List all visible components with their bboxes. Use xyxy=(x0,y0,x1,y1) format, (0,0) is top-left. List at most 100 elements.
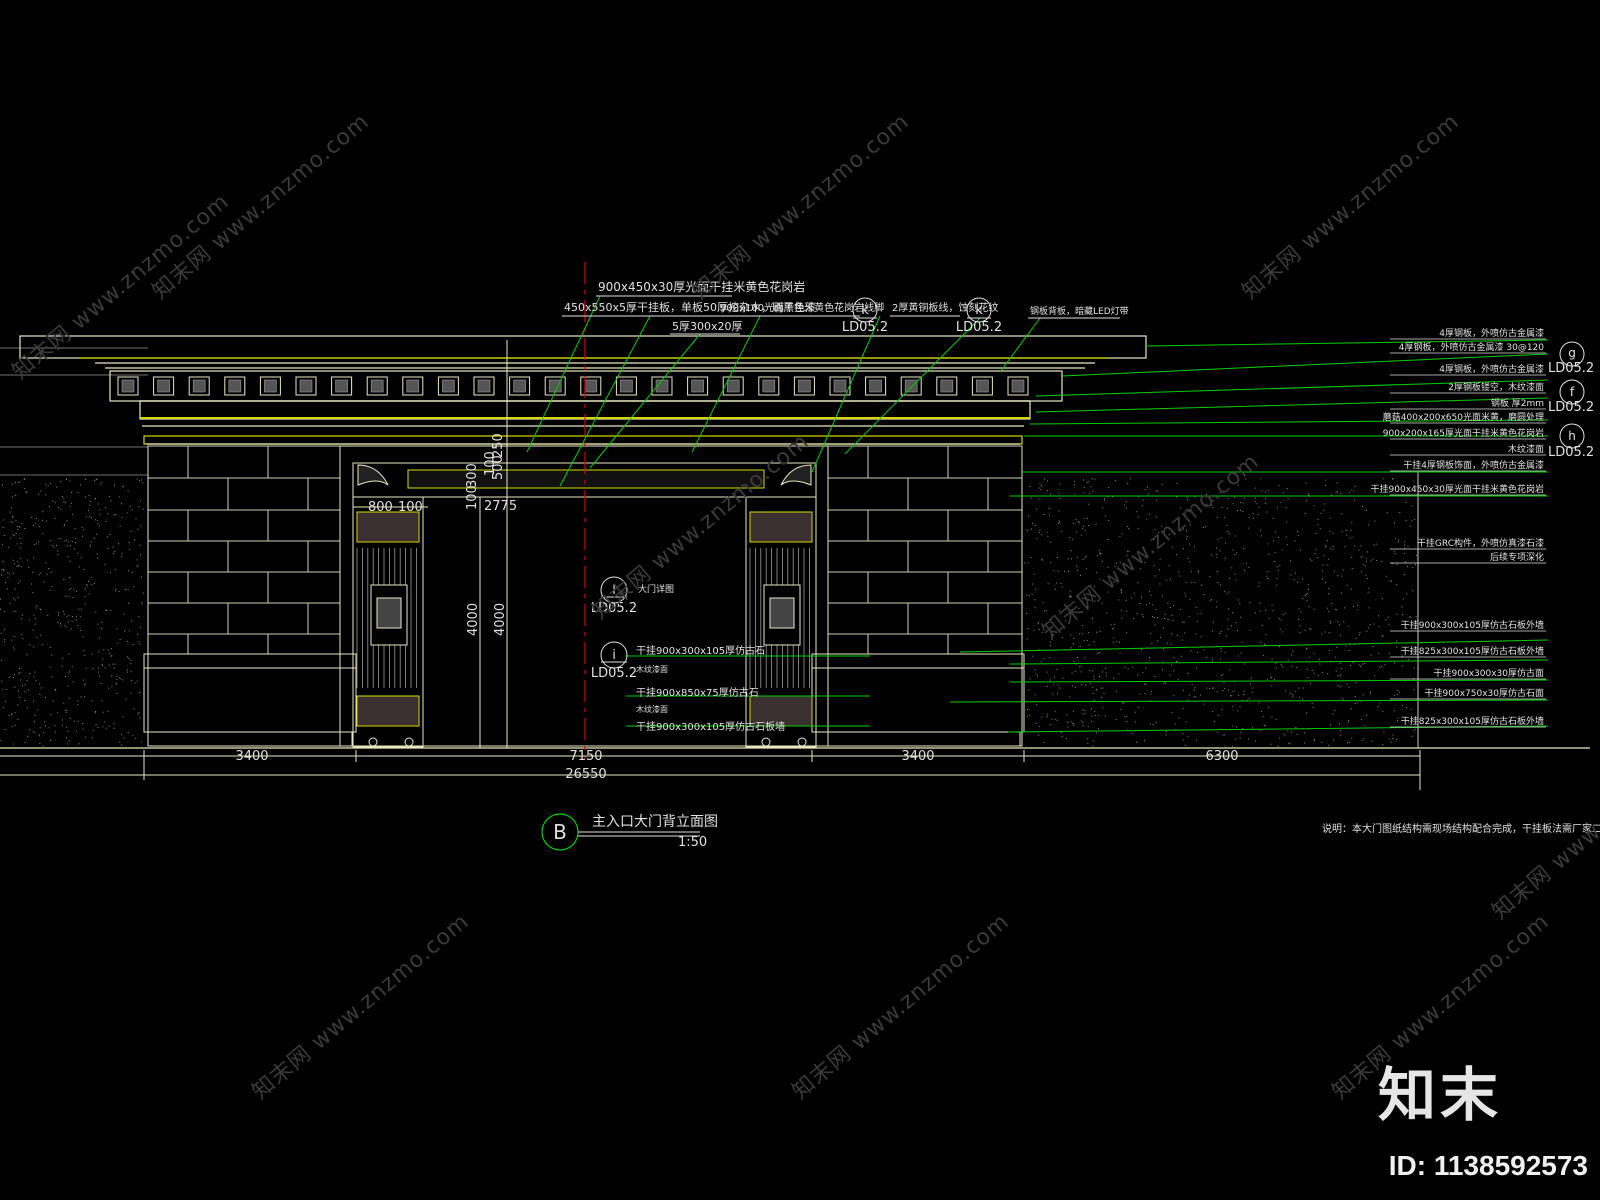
bottom-dimension-texts: 3400 7150 3400 6300 26550 xyxy=(235,749,1238,782)
right-note: 4厚钢板，外喷仿古金属漆 xyxy=(1439,363,1544,375)
detail-ref-2-letter: k xyxy=(975,303,983,318)
dim-lintel-b: 300 xyxy=(465,463,480,488)
dim-door-span: 2775 xyxy=(484,499,517,514)
right-note: 干挂900x750x30厚仿古石面 xyxy=(1425,687,1544,699)
dim-total: 26550 xyxy=(565,767,606,782)
drawing-scale: 1:50 xyxy=(678,835,707,850)
bracket xyxy=(651,376,673,396)
side-ref-h-letter: h xyxy=(1568,429,1576,443)
top-callouts: 900x450x30厚光面干挂米黄色花岗岩 450x550x5厚干挂板，单板50… xyxy=(564,279,1129,333)
right-note: 钢板 厚2mm xyxy=(1491,397,1544,409)
bracket xyxy=(615,376,637,396)
bracket xyxy=(509,376,531,396)
side-ref-f-sheet: LD05.2 xyxy=(1548,400,1594,415)
drawing-title: 主入口大门背立面图 xyxy=(592,814,718,830)
bracket xyxy=(580,376,602,396)
left-wall-texture xyxy=(0,478,144,747)
right-note: 干挂GRC构件，外喷仿真漆石漆 xyxy=(1417,537,1544,549)
side-ref-h: h LD05.2 xyxy=(1548,423,1594,460)
bracket-inlay xyxy=(1011,379,1025,393)
drawing-note: 说明：本大门图纸结构需现场结构配合完成，干挂板法需厂家二次深化。 xyxy=(1322,822,1600,835)
callout-3: 900x100光面干挂米黄色花岗岩线脚 xyxy=(720,301,884,314)
door-ref-1-letter: l xyxy=(612,583,616,598)
door-ref-2: i LD05.2 xyxy=(591,641,637,681)
side-ref-f: f LD05.2 xyxy=(1548,379,1594,415)
dim-band-a: 500 xyxy=(491,455,506,480)
side-ref-g-sheet: LD05.2 xyxy=(1548,361,1594,376)
bracket xyxy=(473,376,495,396)
bracket-inlay xyxy=(264,379,277,393)
bracket-inlay xyxy=(940,379,954,393)
door-note-4: 木纹漆面 xyxy=(636,704,668,714)
bracket-inlay xyxy=(370,379,384,393)
bracket-inlay xyxy=(513,379,526,393)
right-note: 木纹漆面 xyxy=(1508,443,1544,455)
bracket-inlay xyxy=(762,379,776,393)
dim-height-b: 4000 xyxy=(493,603,508,636)
callout-6: 5厚300x20厚 xyxy=(672,320,743,333)
door-column-right xyxy=(745,496,817,748)
detail-ref-1: k LD05.2 xyxy=(842,297,888,335)
right-note: 干挂900x300x30厚仿古面 xyxy=(1434,667,1544,679)
bracket-inlay xyxy=(406,379,420,393)
dim-seg-3: 3400 xyxy=(901,749,934,764)
watermark-text: 知末网 www.znzmo.com xyxy=(1038,449,1264,645)
callout-5: 钢板背板，暗藏LED灯带 xyxy=(1030,305,1129,317)
side-ref-f-letter: f xyxy=(1570,385,1575,399)
image-id: ID: 1138592573 xyxy=(1388,1150,1588,1181)
dim-col-gap: 100 xyxy=(398,500,423,515)
bracket-inlay xyxy=(228,379,242,393)
right-note: 900x200x165厚光面干挂米黄色花岗岩 xyxy=(1383,427,1544,439)
detail-ref-2: k LD05.2 xyxy=(956,297,1002,335)
dim-seg-2: 7150 xyxy=(569,749,602,764)
drawing-label: B xyxy=(553,820,567,844)
bracket xyxy=(437,376,459,396)
dim-col-width: 800 xyxy=(368,500,393,515)
dim-seg-1: 3400 xyxy=(235,749,268,764)
bracket xyxy=(793,376,815,396)
door-notes: 干挂900x300x105厚仿古石 木纹漆面 干挂900x850x75厚仿古石 … xyxy=(636,644,785,733)
right-note: 2厚钢板镂空，木纹漆面 xyxy=(1448,381,1544,393)
side-ref-h-sheet: LD05.2 xyxy=(1548,445,1594,460)
plinth xyxy=(143,653,1025,747)
bracket-inlay xyxy=(726,379,740,393)
bracket-inlay xyxy=(157,379,170,393)
bracket xyxy=(900,376,922,396)
door-note-3: 干挂900x850x75厚仿古石 xyxy=(636,686,759,699)
door-column-left xyxy=(352,496,424,748)
right-note: 干挂825x300x105厚仿古石板外墙 xyxy=(1401,715,1544,727)
bracket xyxy=(544,376,566,396)
bracket-inlay xyxy=(976,379,989,393)
dim-band-b: 250 xyxy=(491,433,506,458)
right-note: 4厚钢板，外喷仿古金属漆 30@120 xyxy=(1399,341,1544,353)
bracket-inlay xyxy=(869,379,882,393)
callout-2: 450x550x5厚干挂板，单板50厚挖杂木，刷黑色漆 xyxy=(564,300,816,314)
bracket xyxy=(971,376,993,396)
brand-logo: 知末 xyxy=(1377,1061,1502,1129)
bracket xyxy=(1007,376,1029,396)
bracket xyxy=(687,376,709,396)
dim-band-c: 100 xyxy=(483,451,498,476)
left-reference-lines xyxy=(0,347,148,476)
callout-1: 900x450x30厚光面干挂米黄色花岗岩 xyxy=(598,279,805,294)
bracket-inlay xyxy=(299,379,313,393)
bracket-inlay xyxy=(904,379,918,393)
bracket xyxy=(865,376,887,396)
bracket xyxy=(259,376,281,396)
bracket-inlay xyxy=(121,379,135,393)
bracket-inlay xyxy=(620,379,633,393)
bracket-inlay xyxy=(584,379,598,393)
bracket-inlay xyxy=(192,379,206,393)
bracket-inlay xyxy=(798,379,811,393)
door-note-5: 干挂900x300x105厚仿古石板墙 xyxy=(636,720,785,733)
door-ref-2-letter: i xyxy=(612,648,616,663)
bracket xyxy=(295,376,317,396)
detail-ref-1-letter: k xyxy=(861,303,869,318)
inner-dimension-texts: 800 100 2775 100 300 500 250 100 4000 40… xyxy=(368,433,517,636)
bracket xyxy=(722,376,744,396)
bracket-inlay xyxy=(477,379,491,393)
watermark-text: 知末网 www.znzmo.com xyxy=(8,189,234,385)
bracket xyxy=(402,376,424,396)
